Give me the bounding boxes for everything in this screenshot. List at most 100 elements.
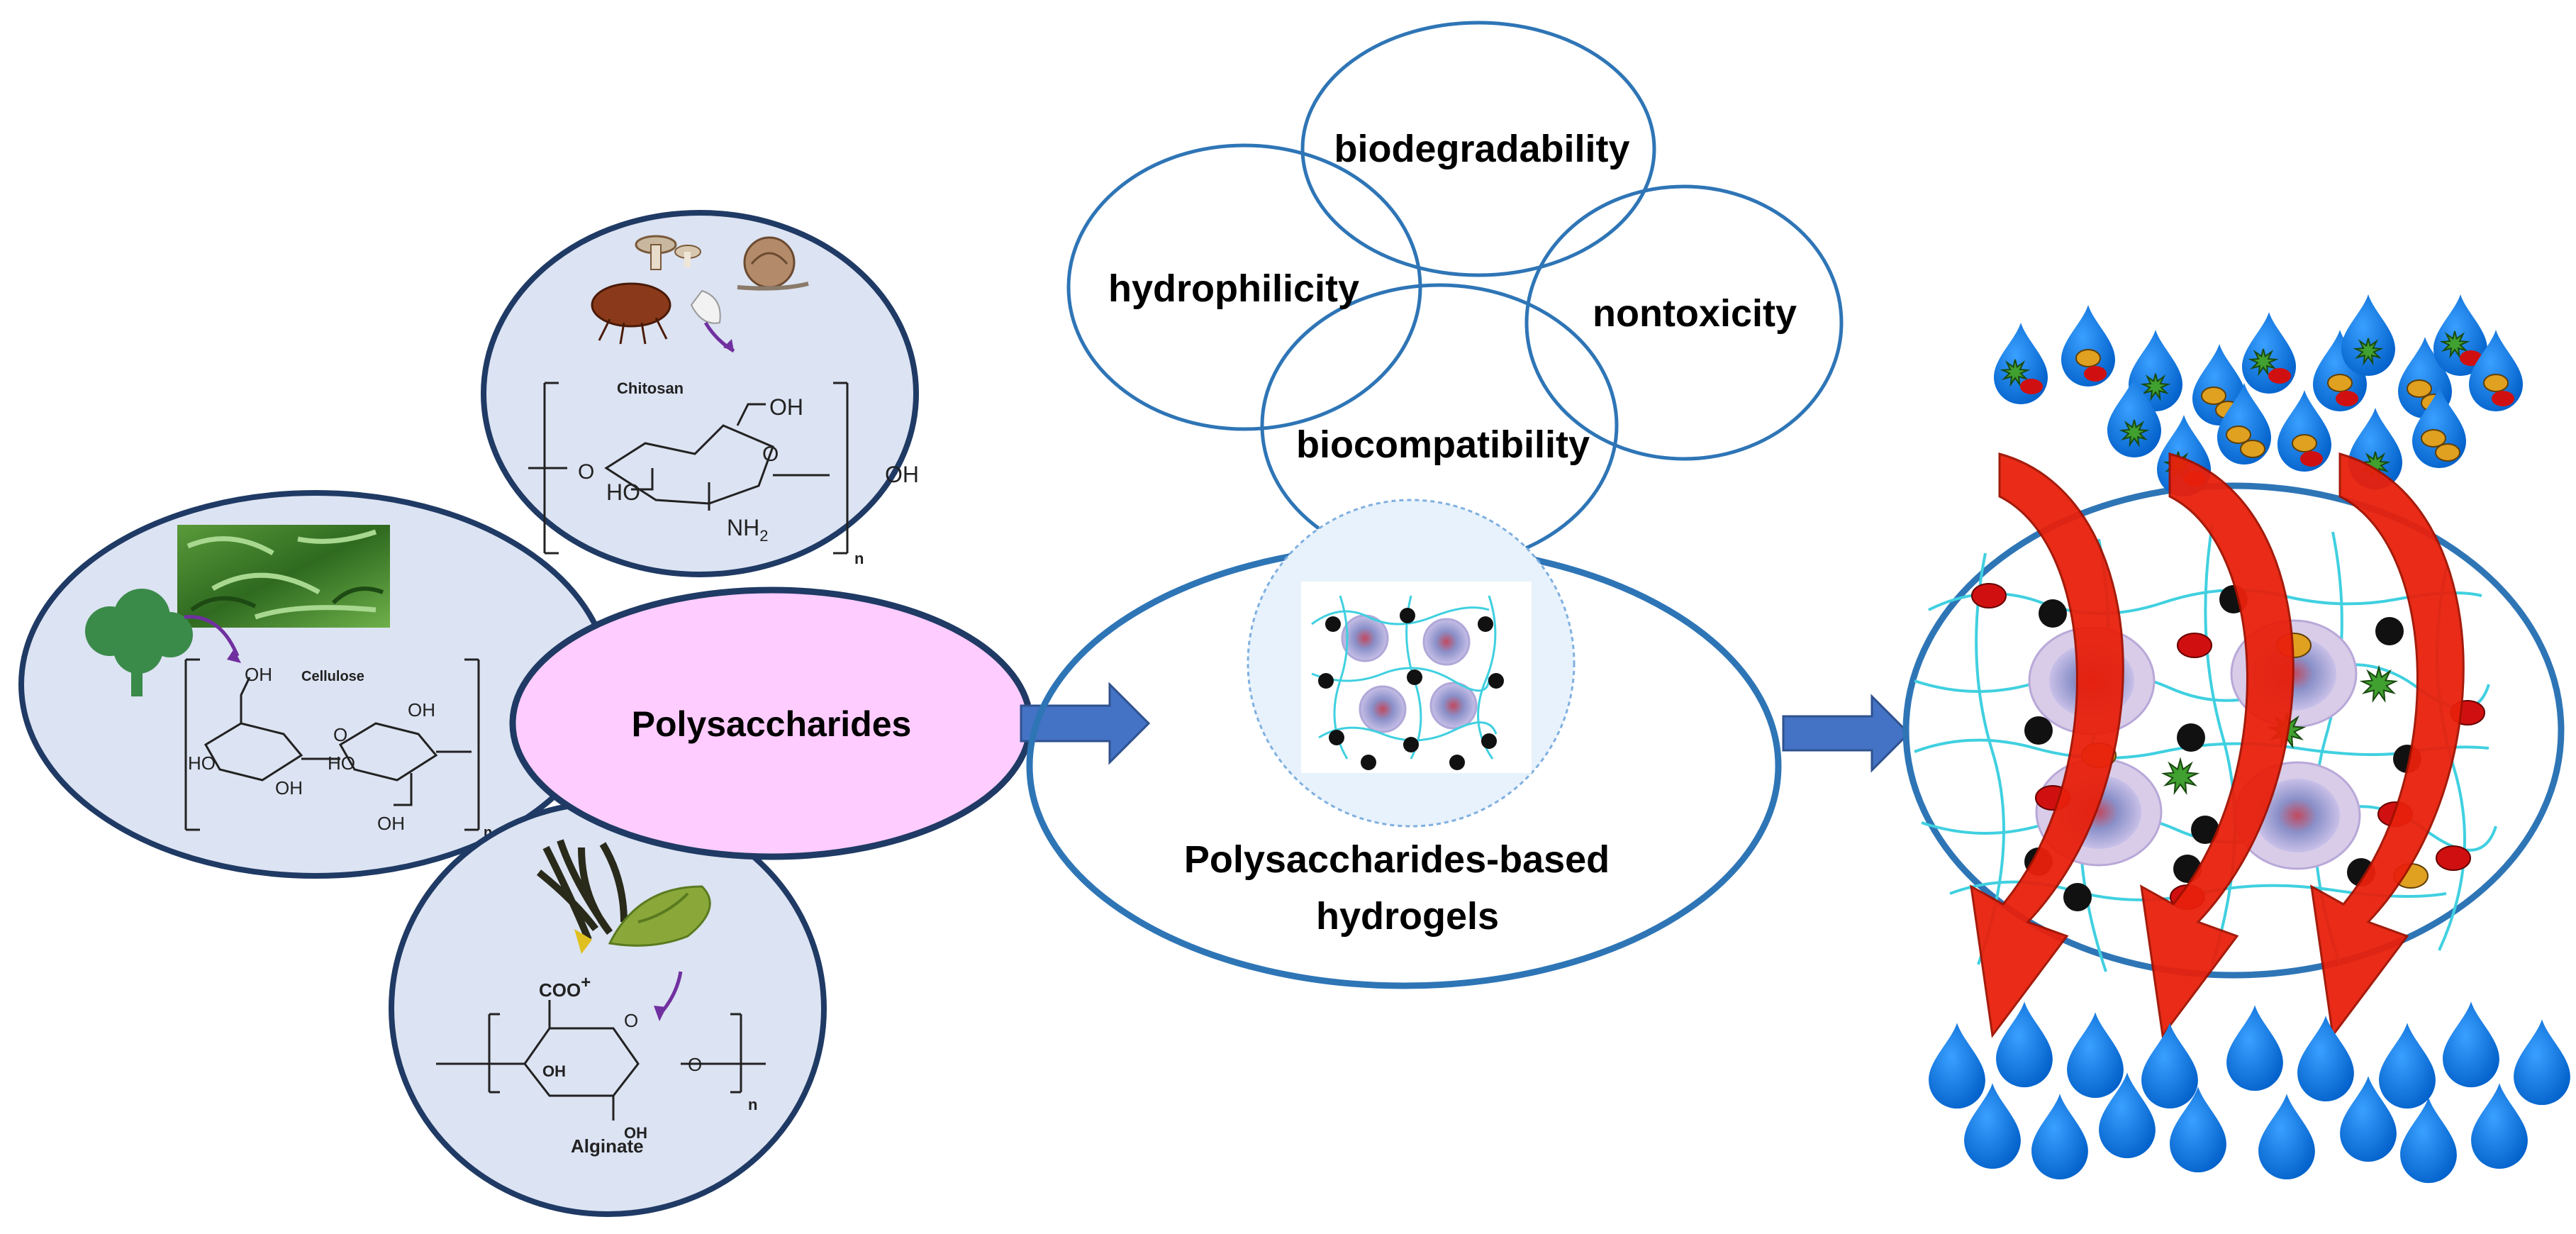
alginate-n: n — [748, 1096, 757, 1113]
green-contaminant — [2000, 359, 2031, 387]
hydrogel-chain — [1975, 552, 2005, 965]
bamboo-leaf-photo — [177, 525, 390, 628]
mini-blob — [1422, 618, 1471, 666]
cellulose-oh-top: OH — [245, 664, 272, 685]
polysaccharides-center-oval: Polysaccharides — [509, 587, 1034, 860]
clean-water-drop — [2170, 1086, 2226, 1173]
green-contaminant — [2353, 338, 2384, 366]
cellulose-structure — [184, 658, 480, 831]
red-ion — [2300, 451, 2323, 467]
clean-water-drop — [2400, 1097, 2457, 1184]
seaweed-icon — [536, 839, 711, 1021]
clean-water-drop — [2297, 1016, 2354, 1102]
clean-water-drop — [2067, 1012, 2124, 1099]
chitosan-oh-top: OH — [769, 394, 803, 420]
clean-water-drop — [2031, 1094, 2088, 1179]
red-ion — [2460, 350, 2482, 366]
contaminated-drop — [1994, 323, 2048, 404]
clean-water-drop — [1929, 1023, 1985, 1109]
cellulose-label: Cellulose — [301, 669, 364, 684]
crosslink-dot — [2039, 599, 2067, 628]
contaminated-drop — [2341, 294, 2395, 376]
green-contaminant — [2160, 757, 2200, 796]
mini-crosslink-dot — [1318, 673, 1334, 689]
mini-crosslink-dot — [1449, 755, 1465, 770]
clean-water-drop — [2141, 1023, 2198, 1108]
red-ion — [2268, 368, 2291, 384]
orange-ion — [2407, 379, 2432, 398]
clean-water-drop — [2379, 1023, 2436, 1109]
hydrogel-chain — [2204, 524, 2236, 965]
contaminated-drop — [2061, 305, 2115, 387]
crosslink-dot — [2177, 723, 2205, 752]
mini-crosslink-dot — [1361, 755, 1376, 770]
mini-crosslink-dot — [1481, 733, 1497, 749]
red-flow-arrow — [1970, 452, 2124, 1038]
mini-crosslink-dot — [1488, 673, 1504, 689]
mini-crosslink-dot — [1478, 616, 1493, 632]
alginate-o-right: O — [688, 1054, 702, 1075]
red-flow-arrows — [1970, 452, 2465, 1038]
arrow-to-absorption — [1782, 694, 1911, 773]
orange-ion — [2327, 374, 2353, 392]
chitosan-oh-right: OH — [885, 462, 919, 487]
contaminated-drop — [2277, 390, 2331, 472]
hydrogel-label-line2: hydrogels — [1316, 895, 1499, 938]
chitosan-nh: NH2 — [727, 515, 768, 545]
contaminated-drop — [2129, 330, 2182, 411]
contaminated-drop — [2242, 312, 2296, 394]
alginate-source-oval: COO+ O O OH OH Alginate n — [389, 800, 827, 1217]
polymer-blob-core — [2255, 779, 2340, 852]
clean-water-drop — [2340, 1076, 2397, 1162]
red-ion — [1971, 583, 2007, 608]
orange-ion — [2226, 426, 2251, 444]
alginate-oh-b: OH — [624, 1124, 647, 1142]
property-nontoxicity: nontoxicity — [1593, 292, 1797, 335]
clean-water-drop — [2471, 1083, 2528, 1169]
chitosan-label: Chitosan — [617, 379, 684, 397]
hydrogel-chain — [1928, 589, 2482, 615]
property-hydrophilicity: hydrophilicity — [1108, 267, 1359, 310]
cellulose-oh-b: OH — [275, 777, 303, 799]
chitosan-n: n — [854, 550, 864, 567]
property-biocompatibility: biocompatibility — [1296, 423, 1590, 466]
clean-water-drop — [2226, 1005, 2283, 1091]
contaminated-drop — [2107, 376, 2161, 457]
orange-ion — [2240, 440, 2265, 458]
chitosan-o-left: O — [578, 460, 594, 484]
contaminated-drop — [2469, 330, 2523, 411]
alginate-o-ring: O — [624, 1010, 638, 1031]
mini-chain — [1477, 595, 1497, 760]
clean-water-drop — [1964, 1083, 2021, 1169]
clean-water-drop — [1996, 1001, 2053, 1088]
red-ion — [2084, 366, 2107, 382]
orange-ion — [2292, 434, 2317, 452]
red-ion — [2436, 845, 2471, 871]
orange-ion — [2421, 429, 2446, 448]
red-flow-arrow — [2140, 452, 2295, 1038]
mini-blob — [1429, 682, 1478, 730]
cellulose-source-oval: Cellulose OH OH O HO HO OH OH n — [18, 490, 613, 879]
cellulose-ho-b: HO — [328, 752, 355, 774]
red-ion — [2336, 391, 2358, 406]
cellulose-oh-bottom: OH — [377, 813, 405, 834]
cellulose-o-mid: O — [333, 724, 347, 745]
ring-biodegradability — [1300, 21, 1656, 277]
mini-crosslink-dot — [1407, 669, 1422, 685]
crustacean-snail-mushroom-icon — [591, 235, 809, 353]
arrow-to-hydrogel — [1020, 682, 1151, 765]
clean-water-drop — [2443, 1001, 2499, 1088]
red-ion — [2177, 633, 2212, 658]
mini-blob — [1359, 685, 1407, 733]
mini-crosslink-dot — [1325, 616, 1341, 632]
mini-crosslink-dot — [1400, 608, 1415, 623]
clean-water-drops — [1929, 1001, 2570, 1184]
green-contaminant — [2119, 419, 2150, 448]
red-ion — [2492, 391, 2514, 406]
green-contaminant — [2248, 348, 2279, 377]
clean-water-drop — [2099, 1072, 2156, 1159]
red-flow-arrow — [2310, 452, 2465, 1038]
crosslink-dot — [2191, 816, 2219, 844]
chitosan-o-ring: O — [762, 443, 779, 466]
